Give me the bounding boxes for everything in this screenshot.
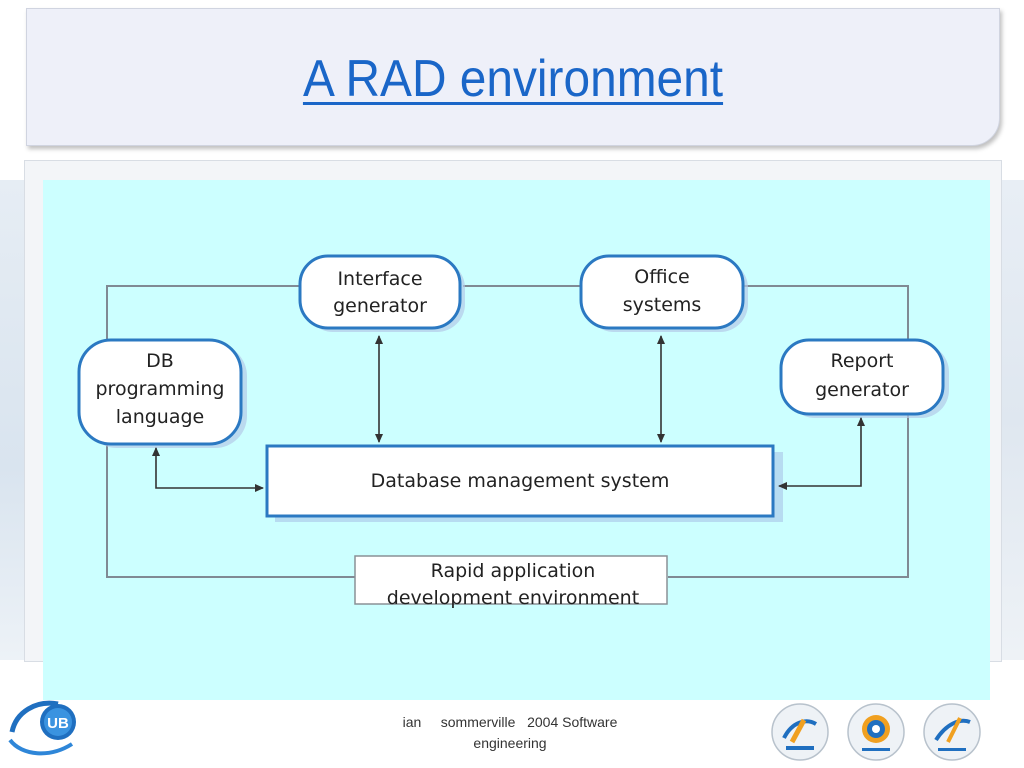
office-systems-node: Office systems (579, 254, 748, 332)
report-generator-line1: Report (831, 350, 894, 372)
rad-environment-line1: Rapid application (431, 560, 596, 582)
report-generator-node: Report generator (779, 338, 949, 418)
badge-logo-3 (923, 703, 981, 761)
db-programming-language-node: DB programming language (77, 338, 247, 448)
db-programming-line3: language (116, 406, 204, 428)
slide-title: A RAD environment (302, 50, 724, 108)
dbms-box: Database management system (265, 444, 783, 522)
footer-credit-line2: engineering (473, 735, 547, 751)
title-banner: A RAD environment (26, 8, 1000, 146)
badge-logo-1 (771, 703, 829, 761)
footer-credit-line1: ian sommerville 2004 Software (402, 714, 618, 730)
connector-dbprog-dbms (152, 447, 264, 492)
rad-diagram: Database management system Interface gen… (77, 254, 949, 609)
report-generator-line2: generator (815, 379, 909, 401)
rad-environment-label-box: Rapid application development environmen… (354, 555, 668, 609)
ub-logo-text: UB (47, 715, 69, 732)
interface-generator-line2: generator (333, 295, 427, 317)
ub-logo: UB (8, 700, 76, 756)
office-systems-line2: systems (623, 294, 702, 316)
db-programming-line2: programming (96, 378, 225, 400)
footer-credit: ian sommerville 2004 Software engineerin… (360, 712, 660, 754)
dbms-label: Database management system (371, 470, 670, 492)
badge-logo-2 (847, 703, 905, 761)
diagram-panel: Database management system Interface gen… (43, 180, 990, 700)
interface-generator-line1: Interface (337, 268, 422, 290)
rad-environment-line2: development environment (387, 587, 639, 609)
interface-generator-node: Interface generator (298, 254, 465, 332)
connector-report-dbms (778, 417, 865, 490)
db-programming-line1: DB (146, 350, 174, 372)
office-systems-line1: Office (634, 266, 689, 288)
